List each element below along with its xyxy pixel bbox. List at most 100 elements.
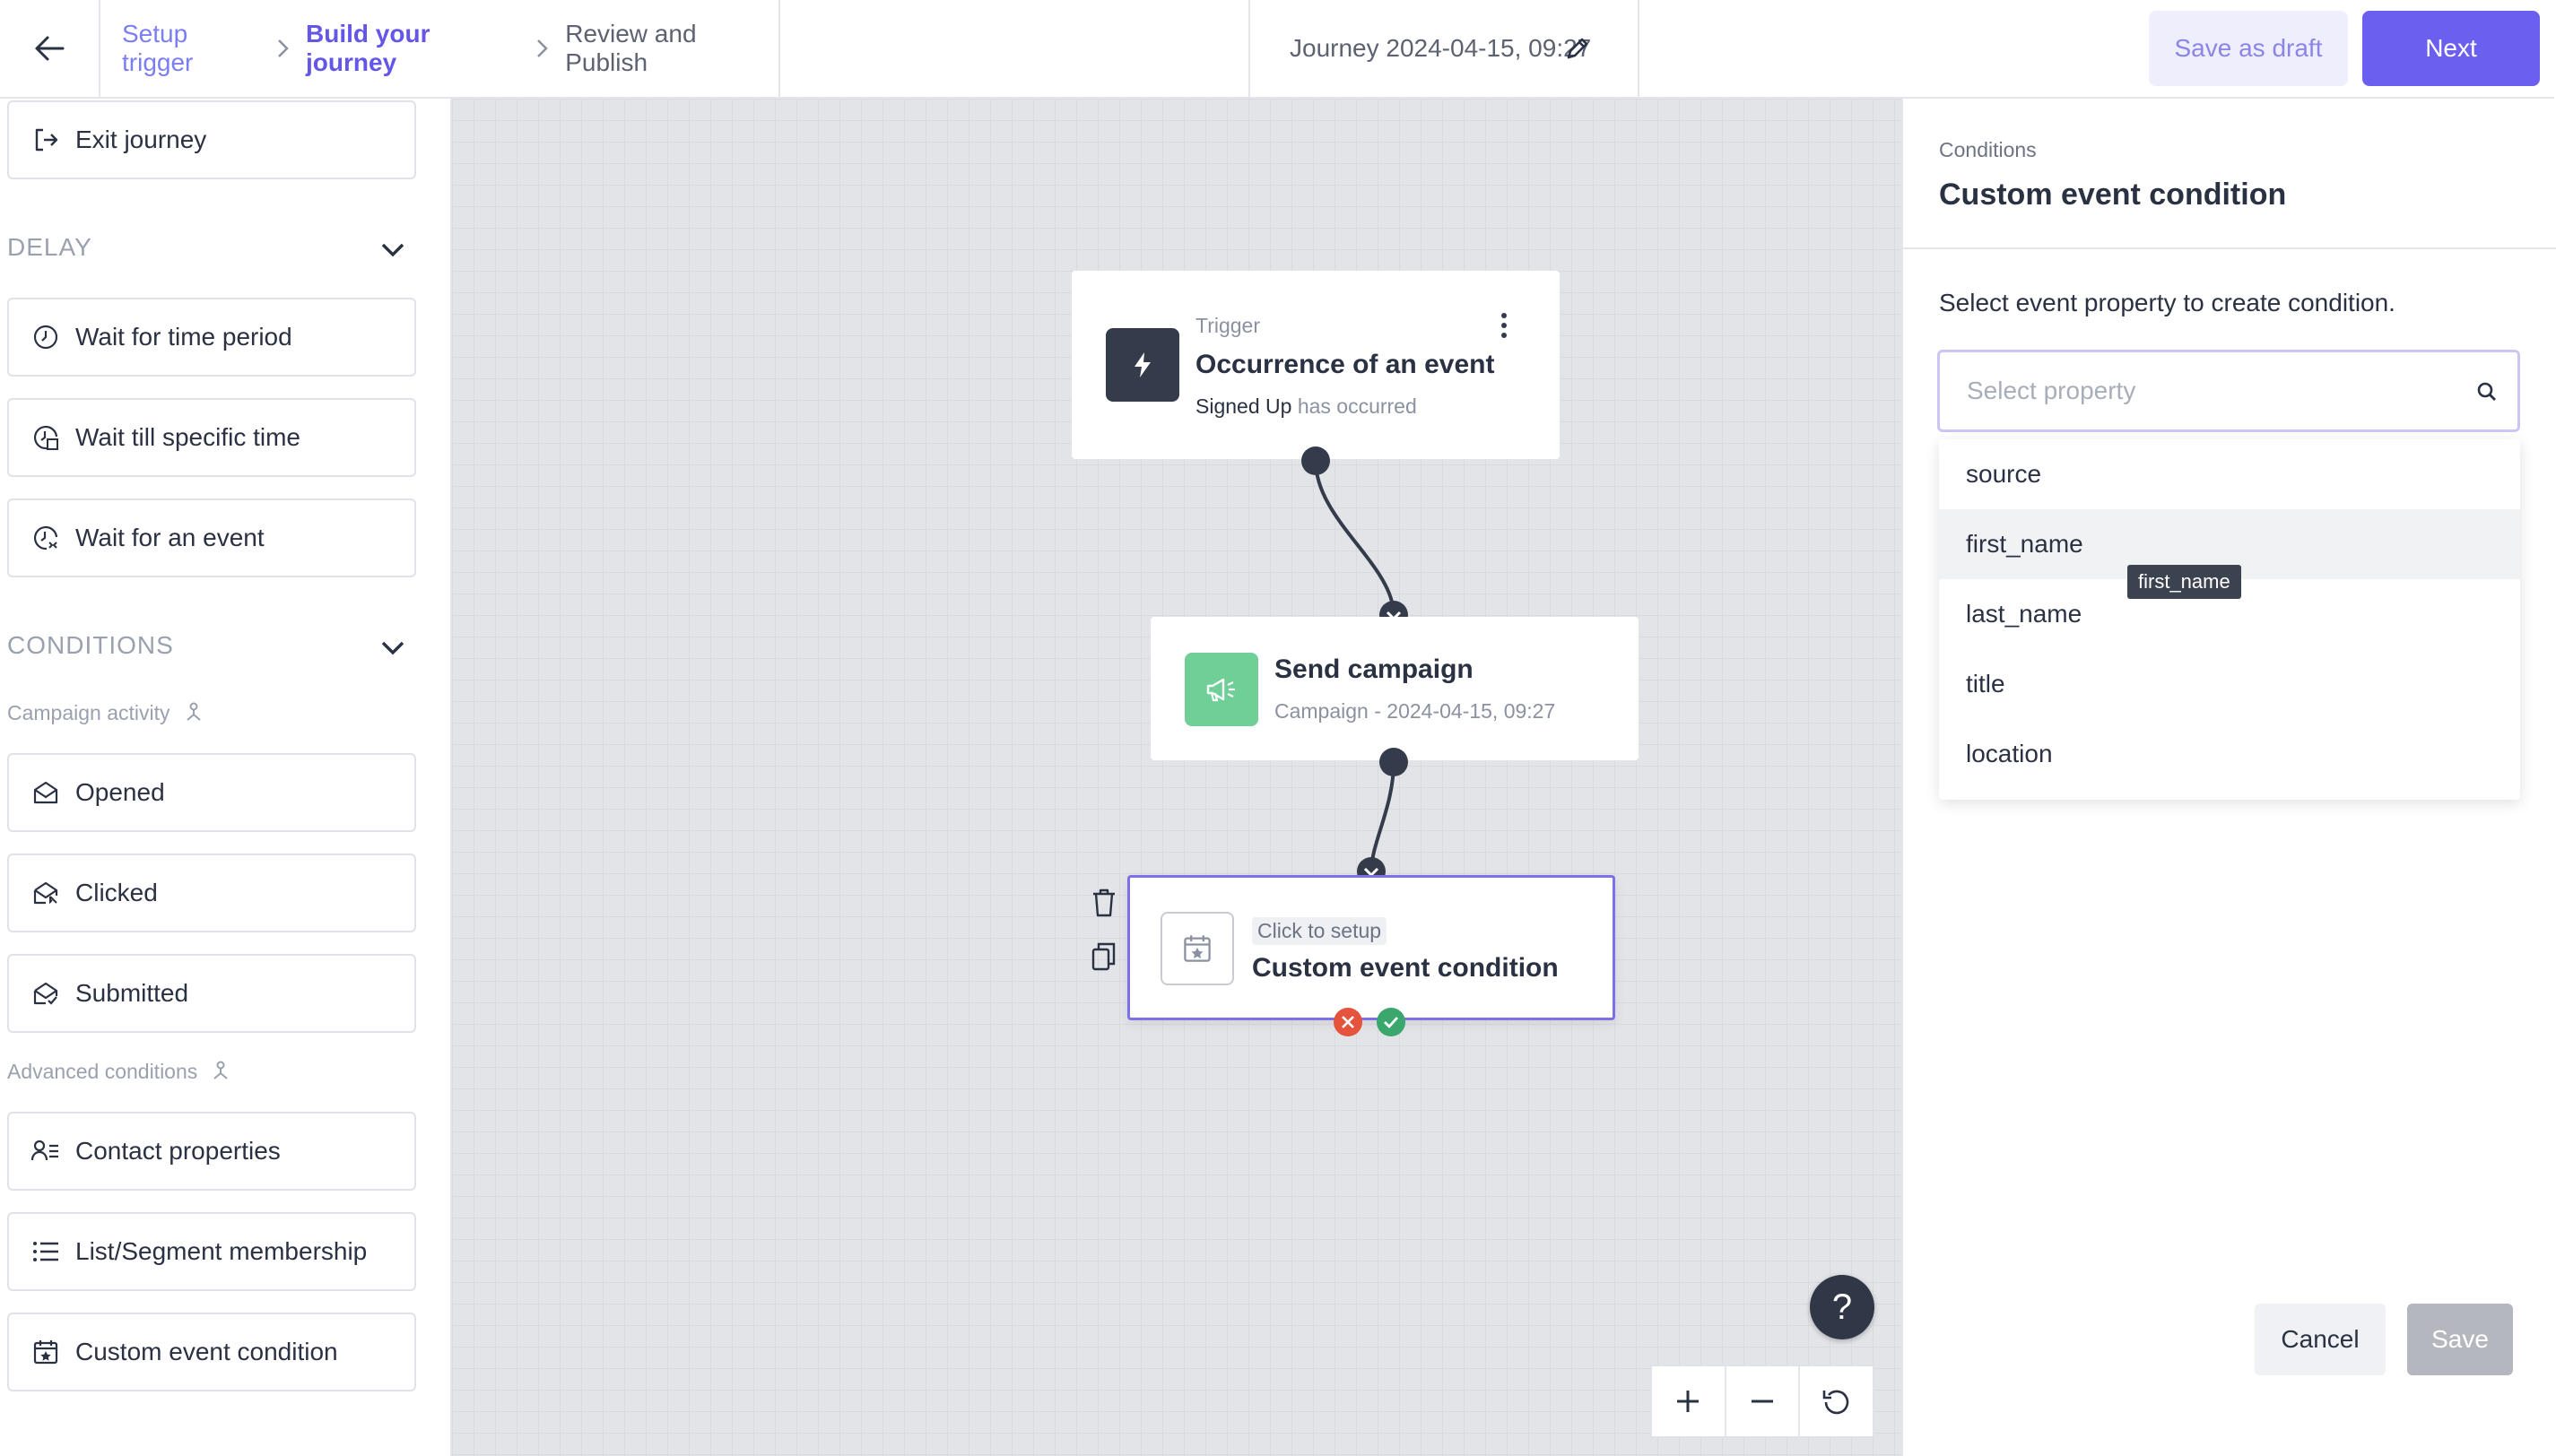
- custom-event-condition-item[interactable]: Custom event condition: [7, 1313, 416, 1391]
- node-palette-sidebar: Exit journey DELAY Wait for time period …: [0, 99, 452, 1456]
- megaphone-icon: [1185, 653, 1258, 726]
- trigger-node[interactable]: Trigger Occurrence of an event Signed Up…: [1072, 271, 1560, 459]
- zoom-out-button[interactable]: [1726, 1366, 1801, 1436]
- chevron-right-icon: [277, 39, 290, 58]
- opened-label: Opened: [75, 778, 165, 806]
- list-icon: [30, 1236, 61, 1267]
- calendar-star-icon: [1161, 912, 1234, 985]
- wait-time-period-item[interactable]: Wait for time period: [7, 298, 416, 377]
- calendar-star-icon: [30, 1337, 61, 1367]
- delay-heading: DELAY: [7, 233, 92, 261]
- next-button[interactable]: Next: [2362, 11, 2540, 86]
- option-location[interactable]: location: [1966, 740, 2053, 767]
- contact-properties-label: Contact properties: [75, 1137, 281, 1165]
- wait-time-period-label: Wait for time period: [75, 323, 292, 351]
- envelope-click-icon: [30, 878, 61, 908]
- contact-list-icon: [30, 1136, 61, 1166]
- panel-divider: [1903, 247, 2556, 249]
- trigger-title: Occurrence of an event: [1195, 350, 1495, 379]
- opened-item[interactable]: Opened: [7, 753, 416, 832]
- campaign-activity-text: Campaign activity: [7, 701, 170, 724]
- advanced-conditions-label: Advanced conditions: [7, 1060, 231, 1084]
- breadcrumb-setup-trigger[interactable]: Setup trigger: [122, 20, 194, 76]
- journey-canvas[interactable]: Trigger Occurrence of an event Signed Up…: [452, 99, 1901, 1456]
- chevron-down-icon[interactable]: [380, 640, 405, 661]
- copy-icon[interactable]: [1091, 941, 1117, 976]
- output-port-campaign[interactable]: [1378, 747, 1409, 777]
- click-to-setup-tag: Click to setup: [1252, 917, 1387, 945]
- zoom-controls: [1650, 1365, 1874, 1438]
- wait-event-item[interactable]: Wait for an event: [7, 498, 416, 577]
- property-search-input[interactable]: [1967, 377, 2451, 405]
- branch-icon: [210, 1061, 231, 1084]
- chevron-down-icon[interactable]: [380, 242, 405, 263]
- help-button[interactable]: ?: [1810, 1275, 1874, 1339]
- reset-zoom-button[interactable]: [1800, 1366, 1873, 1436]
- arrow-left-icon: [35, 36, 65, 61]
- clicked-item[interactable]: Clicked: [7, 854, 416, 932]
- campaign-activity-label: Campaign activity: [7, 701, 204, 725]
- campaign-title: Send campaign: [1274, 654, 1474, 684]
- list-segment-item[interactable]: List/Segment membership: [7, 1212, 416, 1291]
- trash-icon[interactable]: [1091, 888, 1117, 923]
- clicked-label: Clicked: [75, 879, 158, 906]
- submitted-item[interactable]: Submitted: [7, 954, 416, 1033]
- breadcrumb-build-journey[interactable]: Build your journey: [306, 20, 430, 76]
- trigger-event-name: Signed Up: [1195, 394, 1292, 418]
- breadcrumb-review-publish[interactable]: Review and Publish: [565, 20, 697, 76]
- panel-title: Custom event condition: [1939, 178, 2287, 212]
- branch-icon: [183, 702, 204, 725]
- cancel-button[interactable]: Cancel: [2255, 1304, 2386, 1375]
- wait-specific-time-item[interactable]: Wait till specific time: [7, 398, 416, 477]
- property-search-field[interactable]: [1937, 350, 2520, 432]
- contact-properties-item[interactable]: Contact properties: [7, 1112, 416, 1191]
- conditions-heading: CONDITIONS: [7, 631, 174, 659]
- send-campaign-node[interactable]: Send campaign Campaign - 2024-04-15, 09:…: [1151, 617, 1639, 760]
- exit-journey-item[interactable]: Exit journey: [7, 100, 416, 179]
- minus-icon: [1752, 1400, 1773, 1403]
- envelope-open-icon: [30, 777, 61, 808]
- lightning-icon: [1106, 328, 1179, 402]
- option-last-name[interactable]: last_name: [1966, 600, 2082, 628]
- journey-name-text: Journey 2024-04-15, 09:27: [1290, 34, 1592, 62]
- save-button[interactable]: Save: [2407, 1304, 2513, 1375]
- envelope-check-icon: [30, 978, 61, 1009]
- back-button[interactable]: [0, 0, 100, 97]
- journey-name[interactable]: Journey 2024-04-15, 09:27: [1248, 0, 1639, 97]
- trigger-event-suffix: has occurred: [1297, 394, 1417, 418]
- trigger-event-summary: Signed Up has occurred: [1195, 394, 1417, 419]
- chevron-right-icon: [536, 39, 549, 58]
- exit-journey-label: Exit journey: [75, 126, 207, 153]
- save-as-draft-button[interactable]: Save as draft: [2149, 11, 2348, 86]
- condition-settings-panel: Conditions Custom event condition Select…: [1901, 99, 2556, 1456]
- breadcrumb: Setup trigger Build your journey Review …: [100, 0, 780, 97]
- custom-condition-title: Custom event condition: [1252, 953, 1559, 983]
- advanced-conditions-text: Advanced conditions: [7, 1060, 198, 1083]
- yes-branch-port[interactable]: [1376, 1007, 1406, 1037]
- list-segment-label: List/Segment membership: [75, 1237, 368, 1265]
- option-title[interactable]: title: [1966, 670, 2005, 698]
- panel-instruction: Select event property to create conditio…: [1939, 289, 2395, 316]
- wait-event-label: Wait for an event: [75, 524, 265, 551]
- custom-event-condition-node[interactable]: Click to setup Custom event condition: [1127, 875, 1615, 1020]
- top-bar: Setup trigger Build your journey Review …: [0, 0, 2554, 99]
- trigger-type-label: Trigger: [1195, 314, 1260, 337]
- wait-specific-time-label: Wait till specific time: [75, 423, 301, 451]
- pencil-icon[interactable]: [1564, 35, 1591, 62]
- clock-calendar-icon: [30, 422, 61, 453]
- exit-icon: [30, 125, 61, 155]
- option-tooltip: first_name: [2127, 565, 2241, 599]
- search-icon: [2476, 381, 2498, 407]
- submitted-label: Submitted: [75, 979, 189, 1007]
- campaign-subtitle: Campaign - 2024-04-15, 09:27: [1274, 699, 1556, 723]
- more-options-icon[interactable]: [1500, 312, 1508, 343]
- refresh-icon: [1822, 1390, 1848, 1415]
- clock-event-icon: [30, 523, 61, 553]
- clock-icon: [30, 322, 61, 352]
- output-port-trigger[interactable]: [1300, 446, 1331, 476]
- option-source[interactable]: source: [1966, 460, 2042, 488]
- property-dropdown: source first_name last_name title locati…: [1939, 439, 2520, 800]
- no-branch-port[interactable]: [1333, 1007, 1363, 1037]
- zoom-in-button[interactable]: [1652, 1366, 1726, 1436]
- plus-icon: [1677, 1391, 1700, 1412]
